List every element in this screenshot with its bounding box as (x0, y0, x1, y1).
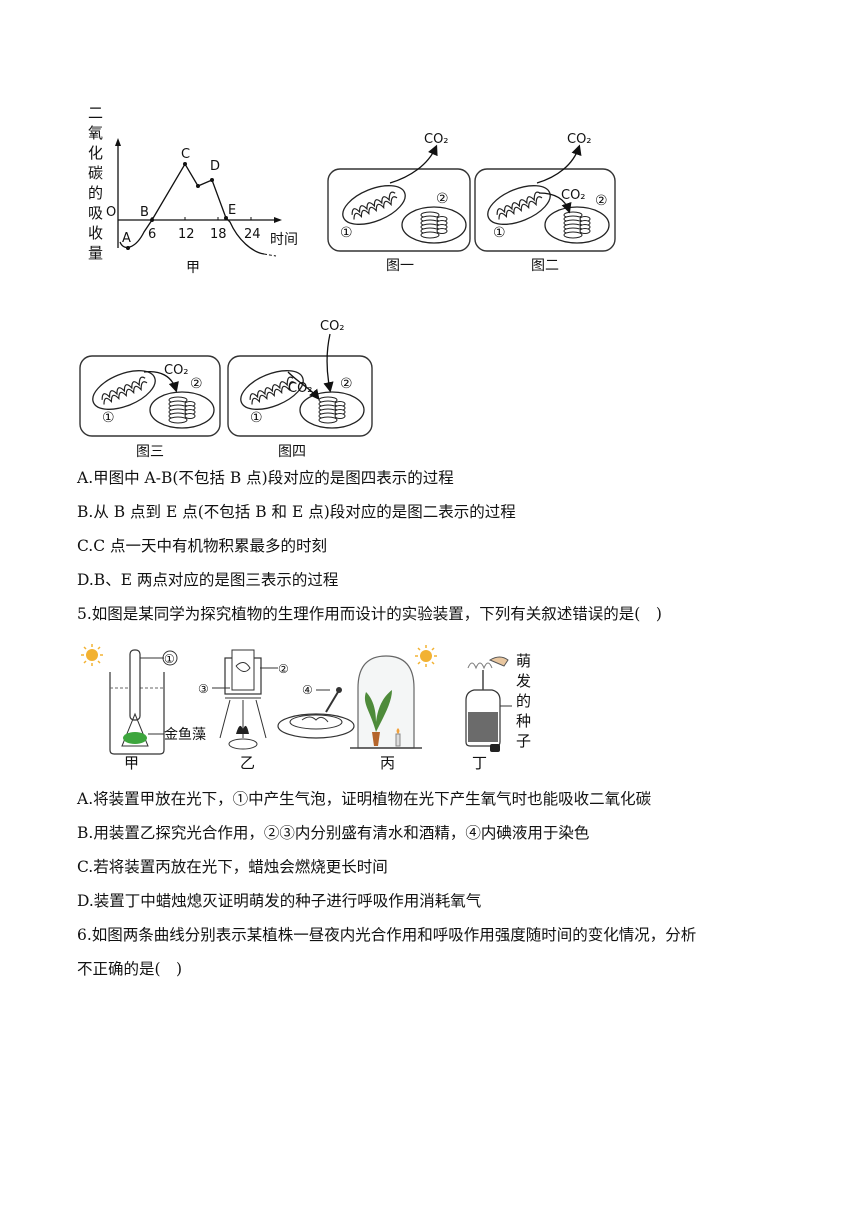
q5-option-d: D.装置丁中蜡烛熄灭证明萌发的种子进行呼吸作用消耗氧气 (77, 892, 482, 910)
label-alga: 金鱼藻 (164, 726, 206, 743)
sun-icon (81, 644, 103, 666)
q5-stem: 5.如图是某同学为探究植物的生理作用而设计的实验装置，下列有关叙述错误的是( ) (77, 605, 662, 623)
co2-label: CO₂ (164, 363, 189, 378)
ylabel-char: 碳 (88, 164, 103, 182)
apparatus-bing: 丙 (350, 655, 422, 772)
seeds-char: 发 (516, 672, 531, 690)
ylabel-char: 化 (88, 144, 103, 162)
curve-tail (263, 253, 277, 257)
label-4: ④ (302, 683, 313, 697)
q6-stem-line-2: 不正确的是( ) (77, 960, 183, 978)
q5-apparatus-figure: ① 金鱼藻 甲 ② ③ ④ 乙 (80, 640, 540, 775)
co2-internal-arrow (538, 192, 572, 214)
ylabel-char: 二 (88, 104, 103, 122)
caption-jia: 甲 (124, 754, 139, 772)
label-2: ② (278, 662, 289, 676)
marker-1: ① (493, 225, 506, 241)
x-tick-label: 12 (178, 227, 195, 242)
marker-2: ② (436, 191, 449, 207)
point-b-label: B (140, 205, 149, 220)
point-a-marker (126, 246, 130, 250)
co2-arrow (389, 144, 438, 184)
chloroplast-icon (401, 206, 467, 244)
marker-2: ② (595, 193, 608, 209)
point-c-label: C (181, 147, 190, 162)
point-e-label: E (228, 203, 236, 218)
apparatus-ding: 萌 发 的 种 子 丁 (465, 652, 531, 772)
q4-option-b: B.从 B 点到 E 点(不包括 B 和 E 点)段对应的是图二表示的过程 (77, 503, 516, 521)
point-c-marker (183, 162, 187, 166)
caption-yi: 乙 (240, 754, 255, 772)
x-tick-label: 24 (244, 227, 261, 242)
y-axis-arrow (115, 138, 121, 146)
q5-option-c: C.若将装置丙放在光下，蜡烛会燃烧更长时间 (77, 858, 388, 876)
co2-out-arrow (536, 144, 582, 184)
co2-label: CO₂ (424, 132, 449, 147)
seeds-char: 的 (516, 692, 531, 710)
graph-caption: 甲 (186, 260, 200, 276)
co2-label: CO₂ (320, 319, 345, 334)
point-b-marker (150, 218, 154, 222)
point-a-label: A (122, 231, 131, 246)
apparatus-jia: ① 金鱼藻 甲 (109, 649, 206, 772)
point-dip-marker (196, 184, 200, 188)
marker-1: ① (340, 225, 353, 241)
q4-option-a: A.甲图中 A-B(不包括 B 点)段对应的是图四表示的过程 (77, 469, 454, 487)
co2-internal-arrow (143, 370, 179, 393)
seeds-char: 子 (516, 732, 531, 750)
ylabel-char: 量 (88, 244, 103, 262)
point-d-marker (210, 178, 214, 182)
ylabel-char: 的 (88, 184, 103, 202)
co2-label-inner: CO₂ (288, 381, 313, 396)
q5-option-a: A.将装置甲放在光下，①中产生气泡，证明植物在光下产生氧气时也能吸收二氧化碳 (77, 790, 652, 808)
x-tick-label: 18 (210, 227, 227, 242)
point-e-marker (224, 216, 228, 220)
x-tick-label: 6 (148, 227, 156, 242)
figure-4: CO₂ CO₂ ① ② 图四 (226, 312, 376, 467)
x-axis-label: 时间 (270, 232, 298, 248)
co2-in-arrow (323, 333, 334, 393)
ylabel-char: 氧 (88, 124, 103, 142)
point-d-label: D (210, 159, 220, 174)
marker-1: ① (102, 410, 115, 426)
figure-caption: 图四 (278, 444, 306, 460)
co2-internal-arrow (287, 371, 320, 401)
figure-3: CO₂ ① ② 图三 (78, 340, 224, 465)
seeds-char: 种 (516, 712, 531, 730)
sun-icon (415, 645, 437, 667)
figure-caption: 图二 (531, 258, 559, 274)
origin-label: O (106, 205, 116, 220)
co2-label-inner: CO₂ (561, 188, 586, 203)
graph-jia-svg: 二 氧 化 碳 的 吸 收 量 O 6 12 18 24 时间 A B (88, 104, 298, 276)
q6-stem-line-1: 6.如图两条曲线分别表示某植株一昼夜内光合作用和呼吸作用强度随时间的变化情况，分… (77, 926, 697, 944)
figure-2: CO₂ CO₂ ① ② 图二 (473, 125, 619, 280)
apparatus-yi: ② ③ ④ 乙 (198, 649, 355, 772)
label-3: ③ (198, 682, 209, 696)
caption-ding: 丁 (472, 754, 487, 772)
ylabel-char: 收 (88, 224, 103, 242)
x-axis-arrow (274, 217, 282, 223)
ylabel-char: 吸 (88, 204, 103, 222)
q5-option-b: B.用装置乙探究光合作用，②③内分别盛有清水和酒精，④内碘液用于染色 (77, 824, 590, 842)
marker-2: ② (340, 376, 353, 392)
marker-1: ① (250, 410, 263, 426)
graph-jia: 二 氧 化 碳 的 吸 收 量 O 6 12 18 24 时间 A B (80, 100, 310, 280)
figure-caption: 图一 (386, 258, 414, 274)
label-1: ① (164, 652, 175, 666)
q4-option-d: D.B、E 两点对应的是图三表示的过程 (77, 571, 339, 589)
figure-caption: 图三 (136, 444, 164, 460)
chloroplast-icon (299, 391, 365, 429)
figure-1: CO₂ ① ② 图一 (326, 125, 472, 280)
co2-label: CO₂ (567, 132, 592, 147)
caption-bing: 丙 (380, 754, 395, 772)
seeds-char: 萌 (516, 652, 531, 670)
marker-2: ② (190, 376, 203, 392)
chloroplast-icon (149, 391, 215, 429)
q4-option-c: C.C 点一天中有机物积累最多的时刻 (77, 537, 328, 555)
chloroplast-icon (544, 206, 610, 244)
